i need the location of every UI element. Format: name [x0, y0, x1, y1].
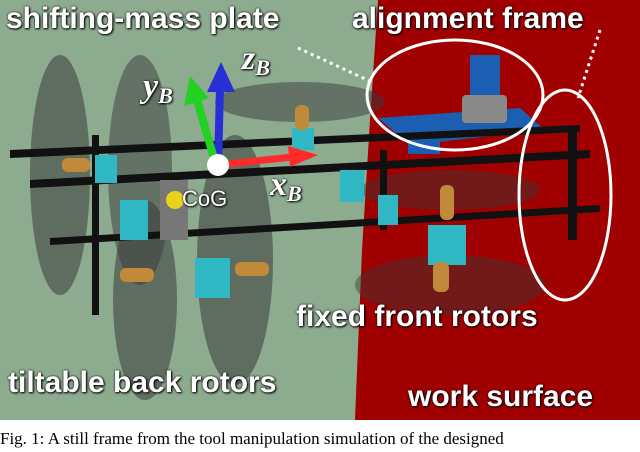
end-effector-cylinder	[462, 95, 507, 123]
cog-marker	[207, 154, 229, 176]
label-axis-y: yB	[143, 70, 173, 107]
back-rotor-disk-4	[113, 200, 177, 400]
frame-post-left	[92, 135, 99, 315]
axis-x-shaft	[217, 153, 293, 169]
axis-y-subscript: B	[158, 83, 173, 108]
axis-z-arrowhead	[207, 62, 235, 92]
rotor-bracket-6	[195, 258, 230, 298]
tilt-motor-housing	[160, 180, 188, 240]
axis-z-letter: z	[242, 40, 256, 77]
rotor-bracket-2	[292, 128, 314, 150]
axis-z-subscript: B	[255, 55, 270, 80]
figure-caption: Fig. 1: A still frame from the tool mani…	[0, 429, 504, 448]
axis-x-letter: x	[270, 166, 287, 203]
axis-y-arrowhead	[184, 76, 209, 106]
simulation-figure: shifting-mass plate alignment frame fixe…	[0, 0, 640, 420]
axis-y-shaft	[193, 98, 220, 167]
figure-scene	[0, 0, 640, 420]
top-rotor-disk	[215, 82, 385, 122]
axis-x-arrowhead	[288, 146, 318, 167]
label-tiltable-back-rotors: tiltable back rotors	[8, 366, 277, 399]
work-surface-region	[355, 0, 640, 420]
label-axis-x: xB	[270, 168, 302, 205]
frame-leader-line	[576, 29, 602, 99]
front-rotor-disk-2	[355, 255, 545, 315]
motor-6	[120, 268, 154, 282]
motor-2	[295, 105, 309, 130]
frame-post-mid	[380, 150, 387, 230]
frame-bar-middle	[30, 150, 590, 188]
label-shifting-mass-plate: shifting-mass plate	[6, 2, 280, 35]
back-rotor-disk-1	[30, 55, 90, 295]
motor-3	[440, 185, 454, 220]
motor-4	[433, 262, 449, 292]
axis-z-shaft	[214, 87, 224, 166]
motor-5	[235, 262, 269, 276]
label-cog: CoG	[182, 186, 228, 211]
axis-x-subscript: B	[287, 181, 302, 206]
motor-1	[62, 158, 90, 172]
axis-y-letter: y	[143, 68, 159, 105]
back-rotor-disk-3	[197, 135, 273, 385]
rotor-bracket-5	[428, 225, 466, 265]
rotor-bracket-4	[378, 195, 398, 225]
label-axis-z: zB	[242, 42, 270, 79]
label-alignment-frame: alignment frame	[352, 2, 584, 35]
rotor-bracket-3	[340, 170, 364, 202]
label-fixed-front-rotors: fixed front rotors	[296, 300, 538, 333]
rotor-bracket-1	[95, 155, 117, 183]
rotor-bracket-7	[120, 200, 148, 240]
frame-edge-callout	[517, 88, 613, 302]
tilt-motor-gear	[166, 191, 184, 209]
frame-post-right	[568, 130, 577, 240]
alignment-frame-callout	[365, 38, 545, 152]
label-work-surface: work surface	[408, 380, 594, 413]
